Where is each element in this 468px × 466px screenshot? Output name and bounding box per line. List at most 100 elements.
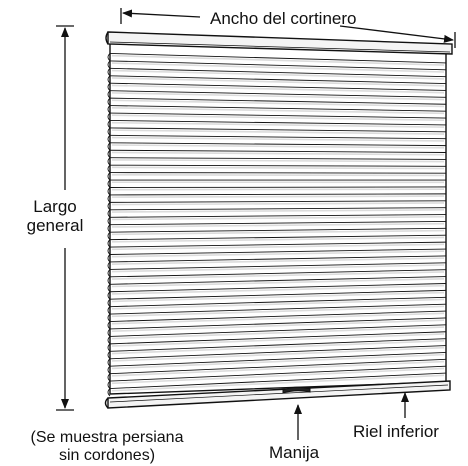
pleat-line	[109, 338, 447, 352]
cordless-note-line1: (Se muestra persiana	[30, 429, 184, 446]
pleat-line	[109, 164, 447, 167]
pleat-edge	[107, 336, 111, 345]
pleat-edge	[107, 358, 111, 367]
pleat-shadow	[111, 291, 445, 303]
pleat-shadow	[111, 77, 445, 87]
pleat-edge	[107, 209, 111, 218]
pleat-line	[109, 324, 447, 337]
pleat-shadow	[111, 250, 445, 258]
pleat-edge	[107, 246, 111, 255]
pleat-edge	[107, 164, 111, 173]
pleat-shadow	[111, 333, 445, 347]
pleat-shadow	[111, 151, 445, 156]
pleat-edge	[107, 194, 111, 203]
pleat-line	[109, 157, 447, 160]
pleat-line	[109, 248, 447, 255]
pleat-edge	[107, 149, 111, 159]
pleat-line	[109, 200, 447, 203]
pleat-edge	[107, 224, 111, 233]
pleat-edge	[107, 388, 111, 397]
pleat-edge	[107, 306, 111, 315]
pleat-line	[109, 310, 447, 322]
pleat-line	[109, 234, 447, 241]
pleat-shadow	[111, 144, 445, 149]
pleat-line	[109, 227, 447, 233]
pleat-edge	[107, 97, 111, 106]
pleat-line	[109, 112, 447, 119]
pleat-line	[109, 289, 447, 300]
pleat-line	[109, 193, 447, 196]
pleat-edge	[107, 261, 111, 270]
pleat-edge	[107, 328, 111, 337]
pleat-edge	[107, 283, 111, 293]
pleat-edge	[107, 321, 111, 330]
pleat-shadow	[111, 215, 445, 221]
pleat-line	[109, 186, 447, 188]
pleat-edge	[107, 276, 111, 285]
pointer-arrows	[294, 392, 409, 440]
pleat-shadow	[111, 257, 445, 265]
handle-label: Manija	[269, 443, 320, 462]
pleat-line	[109, 52, 447, 64]
pleat-edge	[107, 172, 111, 181]
pleat-edge	[107, 179, 111, 188]
pleats	[107, 52, 447, 397]
pleat-edge	[107, 350, 111, 360]
pleat-edge	[107, 90, 111, 99]
pleat-line	[109, 67, 447, 78]
pleat-shadow	[111, 298, 445, 310]
pleat-edge	[107, 157, 111, 166]
pleat-edge	[107, 231, 111, 240]
pleat-shadow	[111, 69, 445, 80]
pleat-shadow	[111, 136, 445, 142]
pleat-shadow	[111, 209, 445, 213]
pleat-shadow	[111, 264, 445, 273]
pleat-shadow	[111, 222, 445, 228]
pleat-line	[109, 82, 447, 91]
pleat-line	[109, 105, 447, 112]
pleat-edge	[107, 142, 111, 151]
pleat-edge	[107, 298, 111, 307]
pleat-edge	[107, 120, 111, 129]
pleat-line	[109, 134, 447, 140]
pleat-line	[109, 142, 447, 147]
pleat-shadow	[111, 229, 445, 236]
pleat-edge	[107, 239, 111, 248]
pleat-shadow	[111, 99, 445, 108]
pleat-edge	[107, 343, 111, 352]
pleat-line	[109, 127, 447, 133]
pleat-line	[109, 255, 447, 263]
length-label-line2: general	[26, 216, 84, 235]
pleat-line	[109, 220, 447, 226]
pleat-line	[109, 97, 447, 105]
length-dimension	[56, 25, 74, 411]
pleat-edge	[107, 254, 111, 263]
pleat-shadow	[111, 188, 445, 191]
pleat-shadow	[111, 106, 445, 115]
pleat-edge	[107, 127, 111, 136]
pleat-shadow	[111, 277, 445, 288]
pleat-edge	[107, 373, 111, 382]
pleat-shadow	[111, 305, 445, 318]
pleat-edge	[107, 53, 111, 62]
pleat-shadow	[111, 121, 445, 128]
pleat-line	[109, 303, 447, 315]
pleat-shadow	[111, 374, 445, 392]
pleat-line	[109, 207, 447, 211]
pleat-shadow	[111, 236, 445, 243]
pleat-edge	[107, 75, 111, 84]
length-label: Largo general	[10, 197, 100, 235]
pleat-line	[109, 358, 447, 375]
width-arrow-left	[122, 9, 201, 18]
pleat-shadow	[111, 84, 445, 94]
pleat-shadow	[111, 243, 445, 251]
pleat-line	[109, 331, 447, 345]
pleat-shadow	[111, 353, 445, 370]
pleat-shadow	[111, 114, 445, 122]
pleat-edge	[107, 202, 111, 211]
pleat-line	[109, 351, 447, 367]
pleat-shadow	[111, 340, 445, 355]
pleat-shadow	[111, 173, 445, 177]
pleat-edge	[107, 68, 111, 77]
